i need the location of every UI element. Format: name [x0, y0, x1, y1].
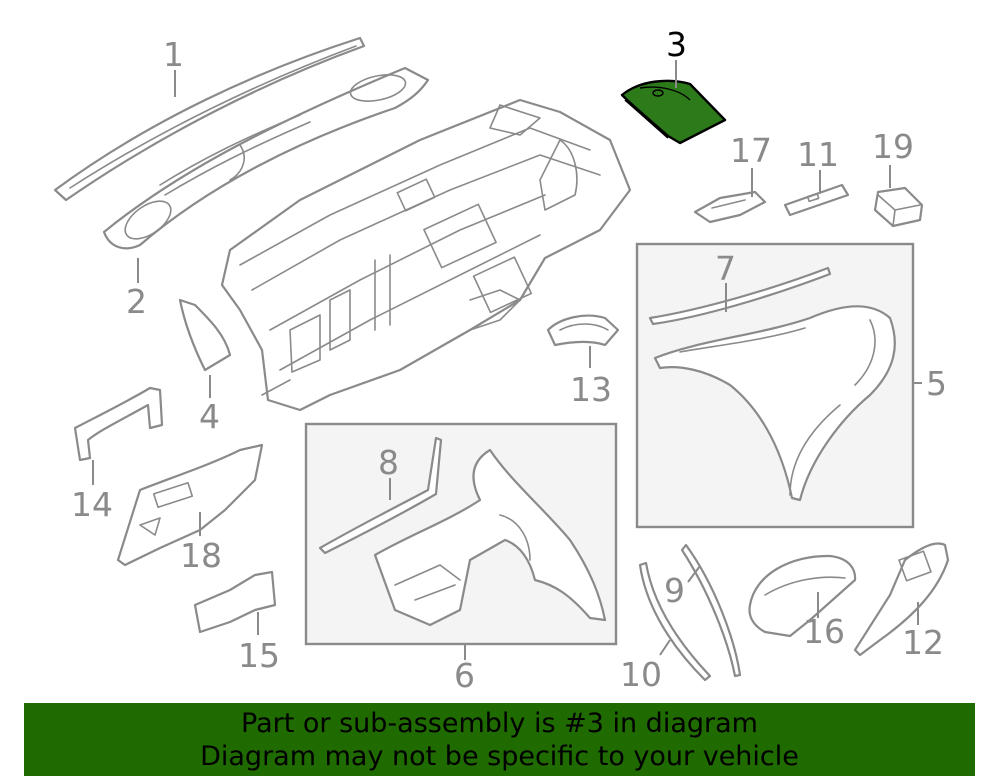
label-8: 8 [378, 443, 399, 482]
label-1: 1 [163, 35, 184, 74]
label-11: 11 [797, 135, 839, 174]
label-3: 3 [666, 25, 687, 64]
label-12: 12 [902, 623, 944, 662]
part-4-side-trim [178, 298, 232, 372]
part-18-lower-panel [116, 443, 264, 567]
label-5: 5 [926, 364, 947, 403]
label-10: 10 [620, 655, 662, 694]
label-19: 19 [872, 127, 914, 166]
label-13: 13 [570, 370, 612, 409]
label-7: 7 [715, 249, 736, 288]
instrument-panel-frame [220, 98, 632, 412]
label-9: 9 [664, 571, 685, 610]
part-6-lower-cover [373, 448, 607, 627]
part-8-strip [318, 436, 443, 555]
part-3-highlighted [620, 79, 727, 145]
label-14: 14 [71, 485, 113, 524]
part-11-switch [783, 183, 850, 217]
part-9-pillar-trim [680, 543, 742, 678]
part-15-duct [193, 570, 277, 634]
part-13-vent-bezel [546, 314, 620, 347]
banner-line-1: Part or sub-assembly is #3 in diagram [241, 708, 758, 739]
label-16: 16 [803, 612, 845, 651]
part-10-pillar-trim [638, 561, 712, 682]
label-4: 4 [199, 397, 220, 436]
part-labels: 1 2 3 4 5 6 7 8 9 10 11 12 13 14 15 16 1… [71, 25, 947, 695]
part-17-bracket [693, 190, 767, 224]
label-15: 15 [238, 636, 280, 675]
parts-diagram: 1 2 3 4 5 6 7 8 9 10 11 12 13 14 15 16 1… [53, 25, 950, 695]
label-6: 6 [454, 656, 475, 695]
part-1-defroster-strip [53, 36, 366, 202]
part-7-trim-strip [648, 266, 832, 326]
label-17: 17 [730, 131, 772, 170]
part-14-bracket [73, 386, 164, 462]
label-2: 2 [126, 282, 147, 321]
banner-line-2: Diagram may not be specific to your vehi… [200, 741, 799, 772]
part-19-module [873, 186, 924, 228]
part-12-side-bezel [853, 542, 950, 657]
leader-lines [92, 60, 922, 660]
label-18: 18 [180, 536, 222, 575]
info-banner: Part or sub-assembly is #3 in diagram Di… [24, 703, 975, 776]
part-5-lower-trim [653, 305, 896, 502]
part-16-cluster-hood [748, 554, 857, 638]
part-2-upper-panel [102, 66, 430, 250]
